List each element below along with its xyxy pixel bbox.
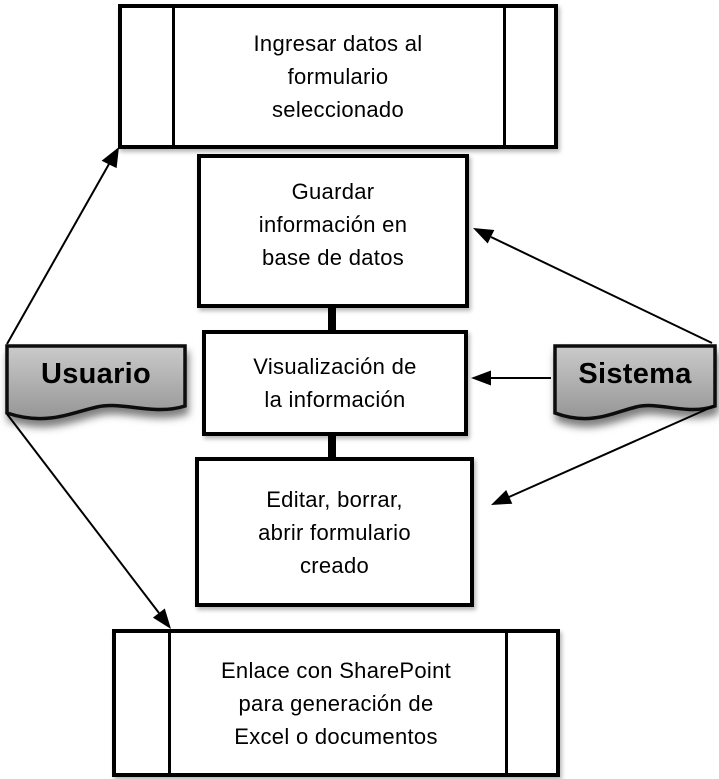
predefined-process-left-line — [168, 633, 171, 773]
node-enlace-sharepoint: Enlace con SharePoint para generación de… — [112, 629, 560, 777]
connector-guardar-visualizacion — [328, 306, 336, 334]
arrowhead-icon — [152, 608, 171, 629]
node-label-line: Enlace con SharePoint — [220, 657, 452, 683]
node-guardar-informacion: Guardar información en base de datos — [197, 154, 469, 308]
connector-visualizacion-editar — [328, 433, 336, 461]
arrowhead-icon — [491, 490, 513, 505]
node-label-line: Visualización de — [253, 354, 417, 379]
node-label-line: seleccionado — [271, 97, 405, 122]
node-label: Guardar información en base de datos — [201, 158, 465, 304]
node-label: Visualización de la información — [206, 334, 464, 432]
node-visualizacion: Visualización de la información — [202, 330, 468, 436]
arrowhead-icon — [473, 228, 495, 244]
actor-label: Usuario — [40, 357, 152, 390]
node-label-line: para generación de — [238, 690, 434, 716]
predefined-process-right-line — [505, 633, 508, 773]
predefined-process-right-line — [503, 8, 506, 145]
arrow-usuario-to-enlace — [6, 413, 171, 629]
actor-sistema: Sistema — [552, 343, 718, 423]
node-label-line: Guardar — [291, 178, 375, 204]
arrow-sistema-to-visualizacion — [471, 370, 551, 386]
node-editar: Editar, borrar, abrir formulario creado — [195, 457, 474, 607]
arrow-sistema-to-guardar — [473, 228, 713, 344]
node-label-line: abrir formulario — [258, 519, 411, 545]
node-label-line: Excel o documentos — [234, 723, 438, 749]
node-ingresar-datos: Ingresar datos al formulario seleccionad… — [118, 4, 558, 149]
predefined-process-left-line — [172, 8, 175, 145]
node-label: Editar, borrar, abrir formulario creado — [199, 461, 470, 603]
actor-usuario: Usuario — [4, 343, 188, 423]
node-label-line: la información — [264, 387, 406, 412]
node-label-line: Ingresar datos al — [253, 31, 423, 56]
arrow-usuario-to-ingresar — [6, 147, 119, 345]
node-label: Ingresar datos al formulario seleccionad… — [122, 8, 554, 145]
node-label: Enlace con SharePoint para generación de… — [116, 633, 556, 773]
node-label-line: creado — [299, 552, 370, 578]
node-label-line: formulario — [287, 64, 389, 89]
actor-label: Sistema — [578, 357, 692, 390]
node-label-line: información en — [258, 211, 408, 237]
arrowhead-icon — [101, 147, 119, 169]
node-label-line: Editar, borrar, — [266, 486, 403, 512]
arrowhead-icon — [471, 370, 491, 386]
node-label-line: base de datos — [261, 244, 405, 270]
